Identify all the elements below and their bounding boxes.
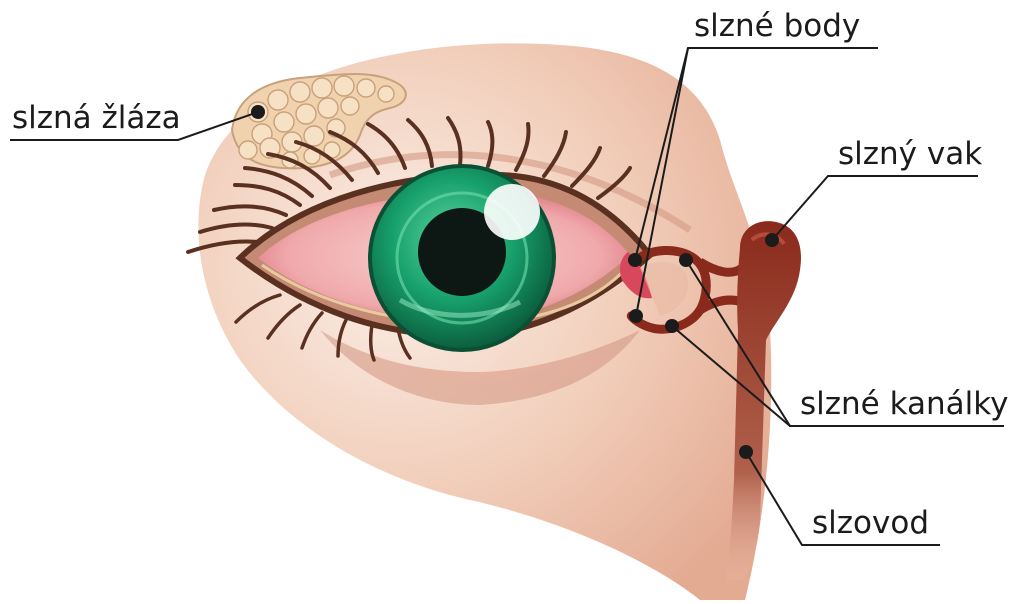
dot-canaliculus-upper xyxy=(679,253,693,267)
label-lacrimal-sac: slzný vak xyxy=(838,136,982,172)
leader-sac xyxy=(772,176,978,240)
dot-sac xyxy=(765,233,779,247)
dot-gland xyxy=(251,105,265,119)
label-lacrimal-puncta: slzné body xyxy=(694,8,860,44)
dot-punctum-lower xyxy=(629,309,643,323)
label-lacrimal-gland: slzná žláza xyxy=(12,100,181,136)
label-nasolacrimal-duct: slzovod xyxy=(812,505,929,541)
eye-highlight xyxy=(484,184,540,240)
dot-duct xyxy=(739,445,753,459)
label-lacrimal-canaliculi: slzné kanálky xyxy=(800,386,1008,422)
dot-canaliculus-lower xyxy=(665,319,679,333)
dot-punctum-upper xyxy=(628,253,642,267)
